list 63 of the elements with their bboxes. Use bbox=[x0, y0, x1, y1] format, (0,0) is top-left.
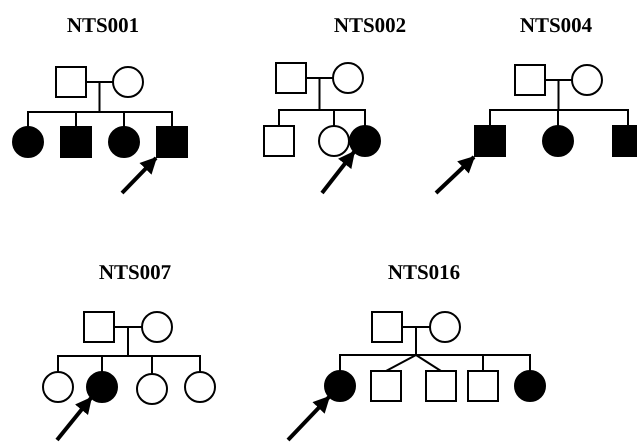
pedigree-title: NTS007 bbox=[98, 262, 172, 283]
marriage-line bbox=[320, 77, 333, 79]
female-circle bbox=[141, 311, 173, 343]
male-square bbox=[514, 64, 546, 96]
affected-female-circle bbox=[349, 125, 381, 157]
marriage-line bbox=[128, 326, 142, 328]
female-circle bbox=[332, 62, 364, 94]
male-square bbox=[55, 66, 87, 98]
male-square bbox=[83, 311, 115, 343]
affected-female-circle bbox=[324, 370, 356, 402]
male-square bbox=[425, 370, 457, 402]
marriage-line bbox=[402, 326, 416, 328]
marriage-line bbox=[558, 79, 572, 81]
proband-arrow bbox=[55, 396, 93, 442]
affected-male-square bbox=[156, 126, 188, 158]
affected-female-circle bbox=[542, 125, 574, 157]
female-circle bbox=[112, 66, 144, 98]
affected-female-circle bbox=[12, 126, 44, 158]
male-square bbox=[371, 311, 403, 343]
descent-line bbox=[128, 355, 201, 372]
descent-line bbox=[415, 354, 442, 372]
descent-line bbox=[415, 327, 417, 355]
marriage-line bbox=[545, 79, 558, 81]
descent-line bbox=[339, 354, 416, 371]
marriage-line bbox=[100, 81, 113, 83]
proband-arrow bbox=[320, 150, 356, 194]
pedigree-title: NTS001 bbox=[66, 15, 140, 36]
proband-arrow bbox=[120, 156, 158, 194]
descent-line bbox=[98, 82, 100, 112]
male-square bbox=[263, 125, 295, 157]
descent-line bbox=[489, 109, 558, 126]
descent-line bbox=[558, 80, 560, 110]
proband-arrow bbox=[434, 156, 476, 194]
descent-line bbox=[127, 327, 129, 356]
male-square bbox=[467, 370, 499, 402]
affected-male-square bbox=[60, 126, 92, 158]
pedigree-title: NTS004 bbox=[520, 15, 592, 36]
descent-line bbox=[75, 111, 100, 127]
male-square bbox=[275, 62, 307, 94]
descent-line bbox=[101, 355, 128, 372]
male-square bbox=[370, 370, 402, 402]
female-circle bbox=[136, 373, 168, 405]
pedigree-title: NTS002 bbox=[334, 15, 406, 36]
female-circle bbox=[429, 311, 461, 343]
affected-female-circle bbox=[86, 371, 118, 403]
affected-female-circle bbox=[108, 126, 140, 158]
affected-male-square bbox=[474, 125, 506, 157]
marriage-line bbox=[114, 326, 128, 328]
descent-line bbox=[278, 109, 320, 126]
descent-line bbox=[318, 78, 320, 110]
female-circle bbox=[318, 125, 350, 157]
female-circle bbox=[184, 371, 216, 403]
female-circle bbox=[42, 371, 74, 403]
descent-line bbox=[558, 109, 629, 126]
affected-female-circle bbox=[514, 370, 546, 402]
female-circle bbox=[571, 64, 603, 96]
descent-line bbox=[386, 354, 416, 372]
marriage-line bbox=[86, 81, 100, 83]
proband-arrow bbox=[286, 396, 330, 442]
marriage-line bbox=[416, 326, 430, 328]
marriage-line bbox=[306, 77, 320, 79]
descent-line bbox=[557, 109, 560, 126]
pedigree-title: NTS016 bbox=[388, 262, 460, 283]
